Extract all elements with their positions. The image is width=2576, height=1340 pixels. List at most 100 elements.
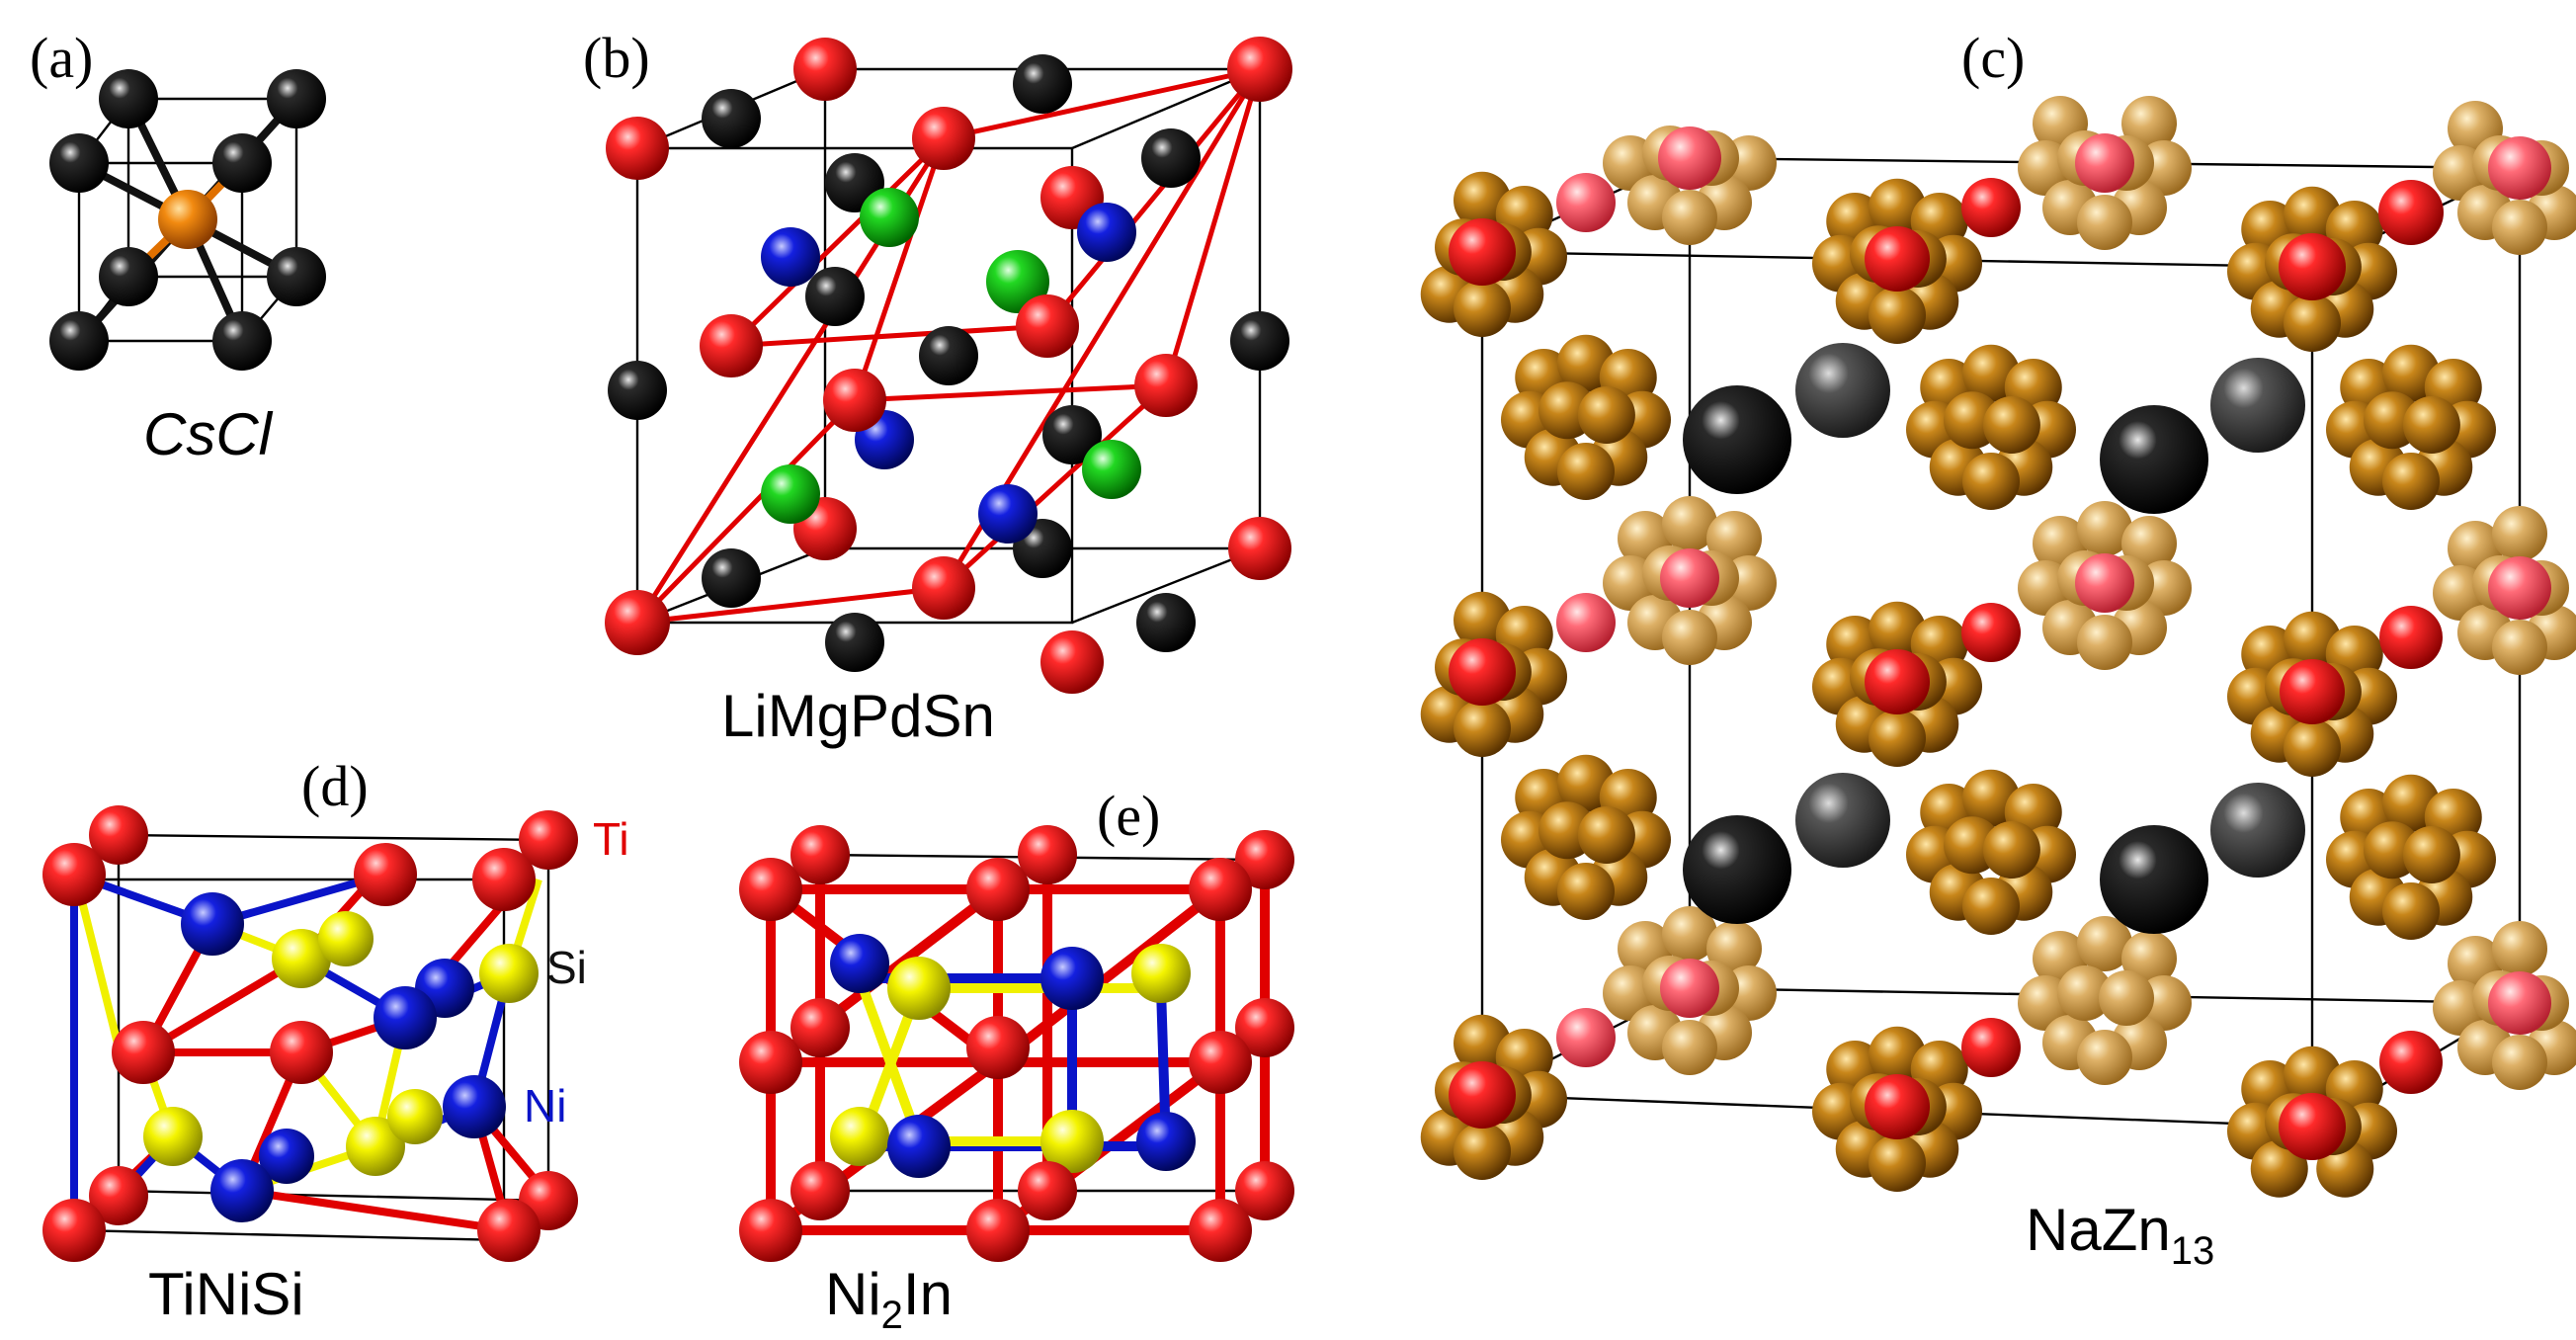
ni-atom: [1040, 947, 1104, 1010]
zn-corner-atom: [1449, 218, 1516, 286]
zn-atom: [1557, 443, 1615, 500]
sn-atom: [1040, 630, 1104, 694]
cl-atom: [49, 311, 109, 371]
na-atoms: [1683, 343, 2305, 934]
in-atom: [790, 1161, 850, 1220]
cs-atom: [158, 190, 217, 249]
in-atom: [739, 1199, 802, 1262]
ni2in-label: Ni2In: [825, 1261, 953, 1337]
zn-face-atom: [1449, 638, 1516, 706]
zn-atom: [1962, 878, 2020, 935]
cscl-atoms: [49, 69, 326, 371]
ti-atom: [89, 1166, 148, 1225]
sn-atom: [1016, 294, 1079, 358]
in-atom: [966, 1016, 1030, 1079]
panel-a-cscl: (a) CsCl: [30, 26, 326, 467]
ti-atom: [519, 810, 578, 870]
in-atom: [1018, 1161, 1077, 1220]
zn-face-atom: [1660, 548, 1719, 608]
tinisi-ti-label: Ti: [593, 813, 629, 865]
zn-atom: [1662, 1020, 1717, 1075]
zn-face-atom: [1961, 1018, 2021, 1077]
li-atom: [860, 188, 919, 247]
cscl-label: CsCl: [143, 401, 274, 467]
pd-atom: [825, 613, 884, 672]
ni2in-label-base: Ni: [825, 1261, 881, 1327]
panel-e-ni2in: (e): [739, 784, 1294, 1337]
sn-atom: [793, 38, 857, 101]
na-atom: [1795, 773, 1890, 868]
zn-atom: [2492, 200, 2547, 255]
mg-atom: [1077, 203, 1136, 262]
zn-atom: [1454, 1123, 1511, 1180]
zn-atom: [2492, 921, 2547, 976]
zn-atom: [1869, 710, 1926, 767]
zn-corner-atom: [2488, 971, 2551, 1035]
limgpdsn-label: LiMgPdSn: [721, 683, 995, 749]
zn-corner-atom: [1658, 126, 1721, 190]
li-atom: [986, 250, 1049, 313]
in-atom: [1018, 825, 1077, 884]
sn-atom: [1227, 37, 1292, 102]
zn-face-atom: [2280, 659, 2345, 724]
in-atom: [1189, 1199, 1252, 1262]
nazn13-label-sub: 13: [2171, 1229, 2215, 1273]
zn-atom: [2382, 453, 2440, 510]
si-atom: [387, 1089, 443, 1144]
tinisi-ni-label: Ni: [524, 1080, 566, 1131]
zn-atom: [1662, 610, 1717, 665]
in-atom: [739, 1031, 802, 1094]
na-atom: [2210, 358, 2305, 453]
ti-atom: [112, 1021, 175, 1084]
zn-atom: [2077, 916, 2132, 971]
zn-corner-atom: [1449, 1061, 1516, 1129]
panel-a-tag: (a): [30, 26, 93, 90]
sn-atom: [823, 369, 886, 432]
zn-center-atom: [1865, 649, 1930, 714]
panel-c-nazn13: (c): [1420, 26, 2576, 1273]
pd-atom: [1141, 128, 1201, 188]
zn-atom: [1577, 806, 1635, 864]
zn-center-atom: [2075, 553, 2134, 613]
zn-atom: [2057, 965, 2113, 1021]
zn-atom: [1982, 396, 2040, 454]
zn-atom: [1869, 1134, 1926, 1192]
sn-atom: [912, 556, 975, 620]
si-atom: [479, 944, 539, 1003]
zn-atom: [1982, 821, 2040, 879]
tinisi-label: TiNiSi: [148, 1261, 304, 1327]
panel-d-tinisi: (d): [42, 754, 629, 1327]
zn-corner-atom: [1660, 959, 1719, 1018]
zn-face-atom: [1961, 178, 2021, 237]
zn-atom: [1454, 280, 1511, 337]
in-atom: [739, 858, 802, 921]
na-atom: [2210, 783, 2305, 878]
ti-atom: [89, 805, 148, 865]
nazn13-corner-atoms: [1449, 126, 2551, 1160]
zn-atom: [2077, 615, 2132, 670]
sn-atom: [1228, 517, 1291, 580]
zn-atom: [2077, 501, 2132, 556]
in-atom: [1189, 858, 1252, 921]
li-atom: [1082, 440, 1141, 499]
ni-atom: [1136, 1112, 1196, 1171]
panel-e-tag: (e): [1097, 784, 1160, 848]
ni-atom: [887, 1115, 951, 1178]
zn-atom: [1454, 700, 1511, 757]
zn-face-atom: [1556, 1008, 1616, 1067]
na-atom: [2100, 825, 2208, 934]
sn-atom: [606, 117, 669, 180]
ni2in-label-rest: In: [903, 1261, 953, 1327]
zn-atom: [2284, 294, 2341, 352]
limgpdsn-atoms: [605, 37, 1292, 694]
ni2in-atoms: [739, 825, 1294, 1262]
mg-atom: [978, 484, 1038, 544]
in-atom: [1189, 1031, 1252, 1094]
zn-atom: [1557, 863, 1615, 920]
nazn13-label-base: NaZn: [2026, 1197, 2171, 1263]
zn-center-atom: [1961, 603, 2021, 662]
cl-atom: [99, 247, 158, 306]
ni-atom: [887, 957, 951, 1020]
cl-atom: [267, 69, 326, 128]
na-atom: [1683, 815, 1791, 924]
